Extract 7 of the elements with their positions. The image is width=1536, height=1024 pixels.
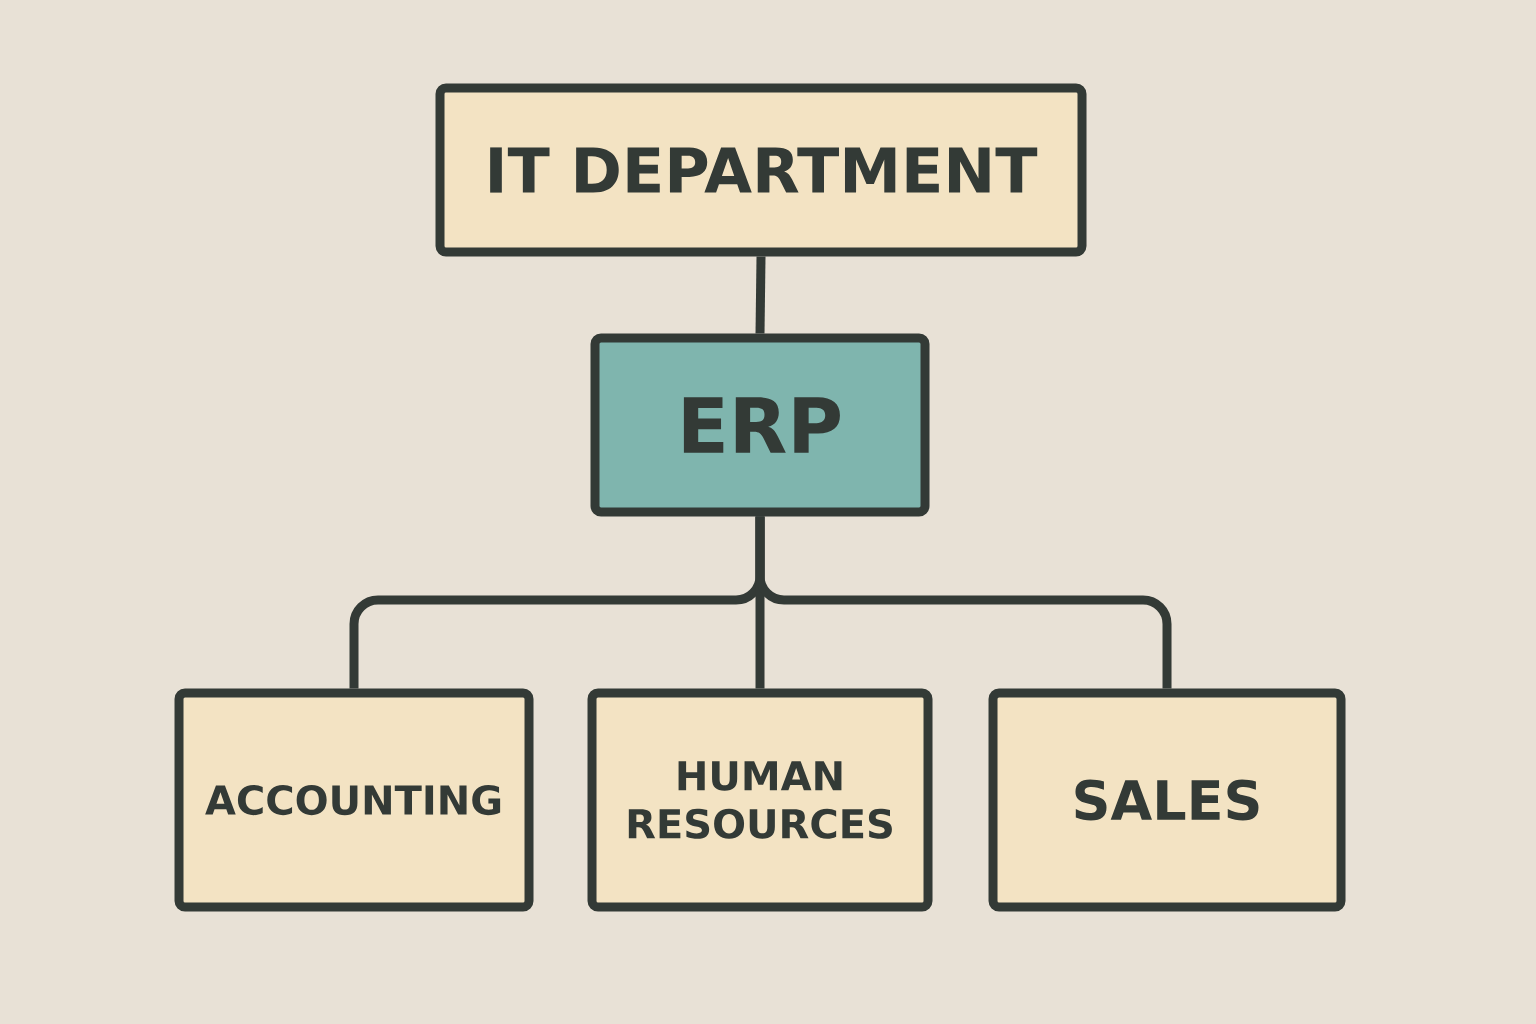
connector-line: [755, 516, 1172, 689]
connector-line: [755, 256, 766, 334]
department-box: IT DEPARTMENT: [435, 83, 1087, 257]
system-box: ERP: [590, 333, 930, 517]
department-box: SALES: [988, 688, 1346, 912]
department-box: ACCOUNTING: [174, 688, 534, 912]
department-box: HUMAN RESOURCES: [587, 688, 933, 912]
